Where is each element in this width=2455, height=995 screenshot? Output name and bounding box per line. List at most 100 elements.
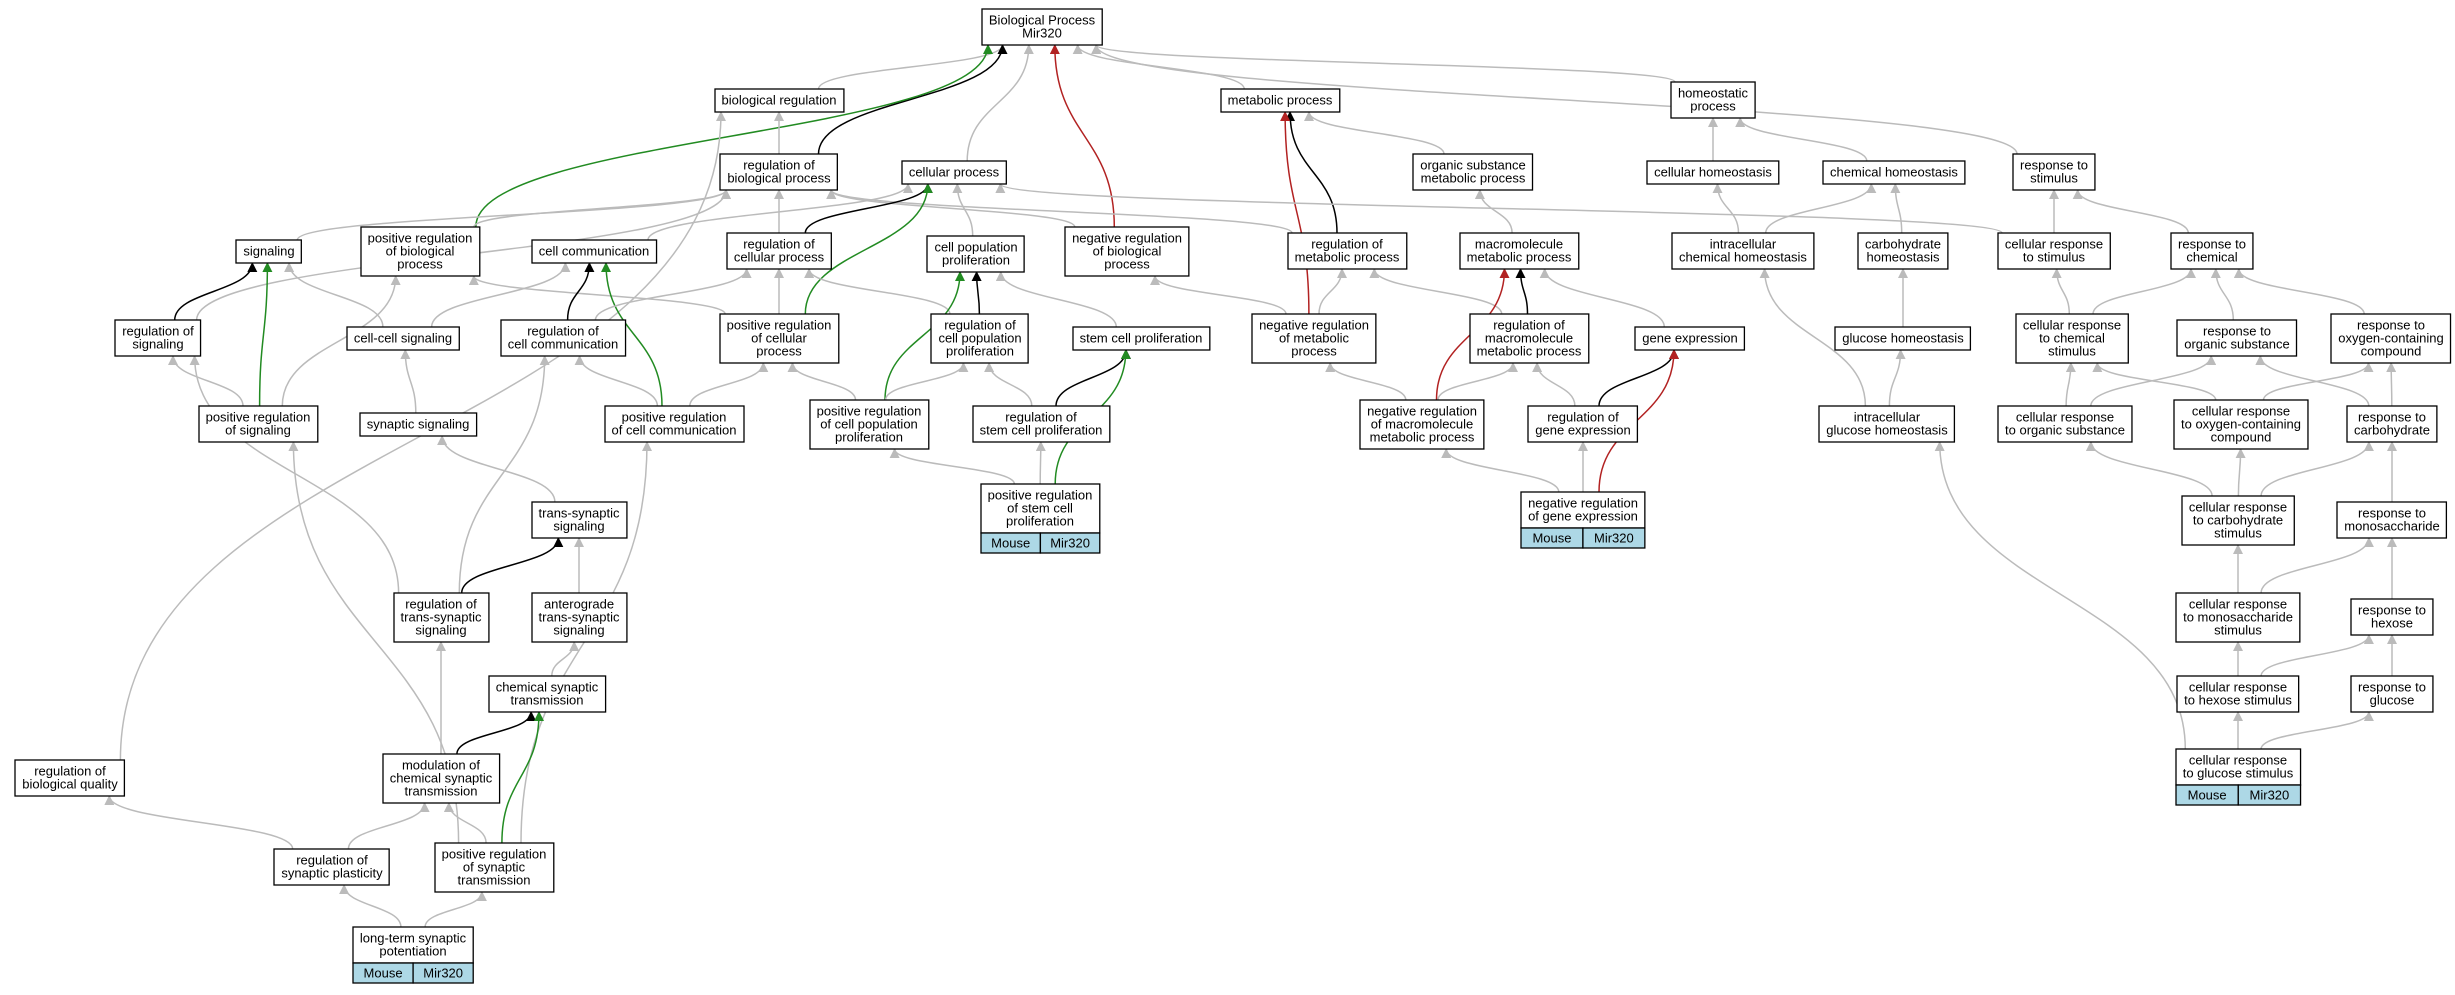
- edge-is-a-cellular-response-to-organic-substance-to-cellular-response-to-chemical-stimulus: [2065, 362, 2076, 407]
- node-cell-communication[interactable]: cell communication: [531, 239, 658, 264]
- edge-is-a-negative-regulation-of-metabolic-process-to-regulation-of-metabolic-process: [1318, 268, 1347, 315]
- node-cellular-process[interactable]: cellular process: [901, 160, 1007, 185]
- edge-is-a-cellular-response-to-stimulus-to-cellular-process: [995, 183, 2003, 234]
- edge-is-a-regulation-of-stem-cell-proliferation-to-regulation-of-cell-population-proliferation: [984, 362, 1033, 407]
- edge-is-a-long-term-synaptic-potentiation-to-positive-regulation-of-synaptic-transmission: [424, 891, 487, 928]
- edge-is-a-synaptic-signaling-to-cell-cell-signaling: [400, 349, 417, 414]
- node-biological-regulation[interactable]: biological regulation: [714, 88, 845, 113]
- tag-box: [412, 962, 474, 984]
- node-label-line: gene expression: [1535, 423, 1630, 438]
- node-box: [1064, 226, 1190, 277]
- node-glucose-homeostasis[interactable]: glucose homeostasis: [1834, 326, 1972, 351]
- node-label-line: positive regulation: [442, 847, 547, 862]
- node-chemical-homeostasis[interactable]: chemical homeostasis: [1822, 160, 1966, 185]
- node-synaptic-signaling[interactable]: synaptic signaling: [359, 412, 478, 437]
- edge-positively-regulates-positive-regulation-of-cell-population-proliferation-to-cell-population-proliferation: [884, 271, 965, 401]
- node-gene-expression[interactable]: gene expression: [1634, 326, 1746, 351]
- node-label-line: positive regulation: [817, 404, 922, 419]
- node-box: [1822, 160, 1966, 185]
- node-cell-cell-signaling[interactable]: cell-cell signaling: [346, 326, 460, 351]
- edge-is-a-positive-regulation-of-cellular-process-to-positive-regulation-of-biological-process: [468, 275, 726, 315]
- edge-is-a-positive-regulation-of-stem-cell-proliferation-to-positive-regulation-of-cell-population-proliferation: [889, 448, 1016, 485]
- edge-positively-regulates-positive-regulation-of-signaling-to-signaling: [258, 262, 273, 407]
- node-box: [1818, 405, 1956, 443]
- node-label-line: metabolic process: [1421, 171, 1526, 186]
- tag-box: [1039, 532, 1101, 554]
- edge-is-a-negative-regulation-of-macromolecule-metabolic-process-to-regulation-of-macromolecule-metabolic-process: [1437, 362, 1518, 401]
- node-metabolic-process[interactable]: metabolic process: [1220, 88, 1341, 113]
- tag-box: [2237, 784, 2302, 806]
- node-box: [360, 226, 481, 277]
- node-signaling[interactable]: signaling: [235, 239, 302, 264]
- node-box: [972, 405, 1111, 443]
- node-label-line: regulation of: [944, 318, 1016, 333]
- node-label-line: response to: [2203, 324, 2271, 339]
- node-label-line: potentiation: [379, 944, 446, 959]
- node-label-line: transmission: [511, 693, 584, 708]
- node-cellular-homeostasis[interactable]: cellular homeostasis: [1646, 160, 1780, 185]
- node-box: [500, 319, 627, 357]
- edge-is-a-positive-regulation-of-stem-cell-proliferation-to-regulation-of-stem-cell-proliferation: [1035, 441, 1046, 485]
- edge-is-a-cellular-response-to-carbohydrate-stimulus-to-cellular-response-to-oxygen-containing-compound: [2235, 448, 2246, 497]
- node-stem-cell-proliferation[interactable]: stem cell proliferation: [1072, 326, 1211, 351]
- node-label-line: monosaccharide: [2344, 519, 2439, 534]
- edge-is-a-cellular-response-to-carbohydrate-stimulus-to-cellular-response-to-organic-substance: [2085, 441, 2213, 497]
- node-label-line: modulation of: [402, 758, 480, 773]
- edge-is-a-regulation-of-macromolecule-metabolic-process-to-regulation-of-metabolic-process: [1369, 268, 1503, 315]
- edge-is-a-cellular-response-to-oxygen-containing-compound-to-response-to-oxygen-containing-compound: [2262, 362, 2374, 401]
